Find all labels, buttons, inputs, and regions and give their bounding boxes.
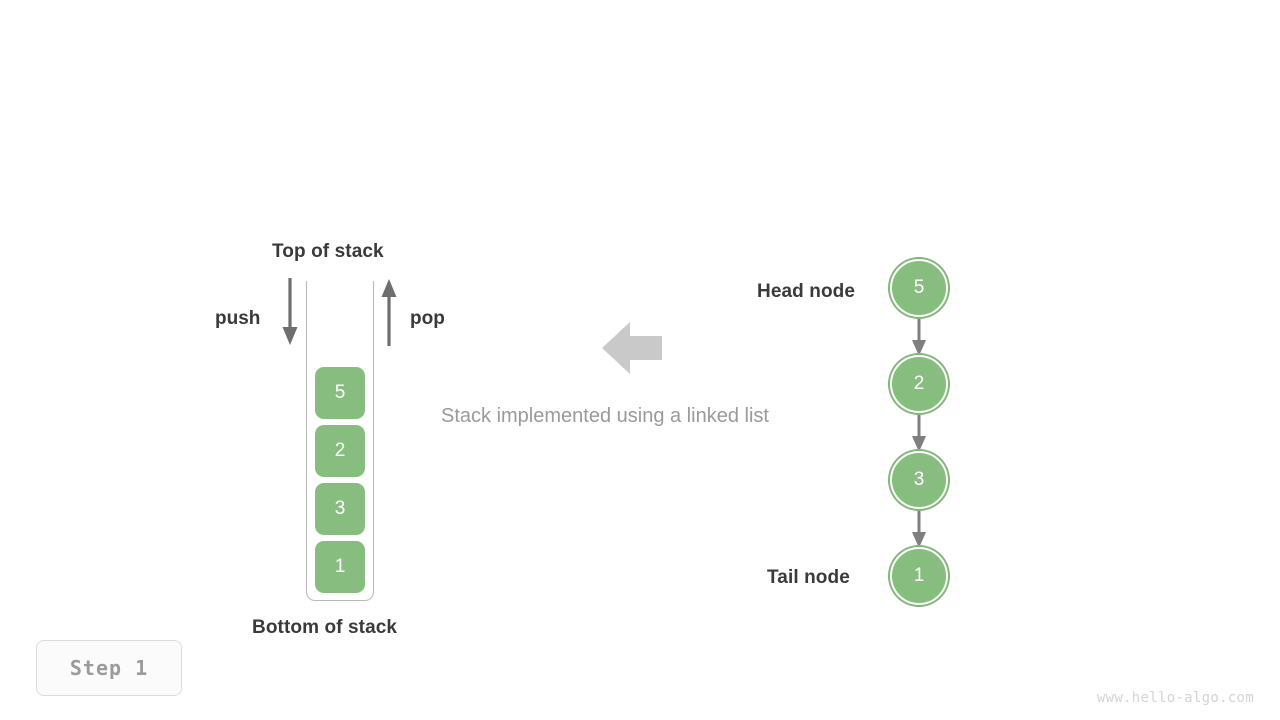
node-connector-arrow-icon <box>896 506 942 550</box>
bottom-of-stack-label: Bottom of stack <box>252 617 398 638</box>
stack-cell: 1 <box>315 541 365 593</box>
linked-list-node: 2 <box>890 355 948 413</box>
diagram-caption: Stack implemented using a linked list <box>441 405 769 427</box>
pop-label: pop <box>410 308 445 329</box>
pop-arrow-icon <box>369 276 409 348</box>
step-badge: Step 1 <box>36 640 182 696</box>
left-arrow-icon <box>602 320 662 376</box>
stack-cell: 5 <box>315 367 365 419</box>
push-arrow-icon <box>270 276 310 348</box>
tail-node-label: Tail node <box>767 567 850 588</box>
push-label: push <box>215 308 261 329</box>
linked-list-node: 3 <box>890 451 948 509</box>
stack-cell-list: 5 2 3 1 <box>306 367 374 593</box>
linked-list-node: 5 <box>890 259 948 317</box>
linked-list-node: 1 <box>890 547 948 605</box>
node-connector-arrow-icon <box>896 410 942 454</box>
stack-container: 5 2 3 1 <box>306 281 374 601</box>
node-connector-arrow-icon <box>896 314 942 358</box>
watermark: www.hello-algo.com <box>1096 690 1254 706</box>
step-badge-label: Step 1 <box>69 656 149 680</box>
head-node-label: Head node <box>757 281 856 302</box>
stack-walls <box>306 281 374 601</box>
stack-cell: 3 <box>315 483 365 535</box>
stack-cell: 2 <box>315 425 365 477</box>
top-of-stack-label: Top of stack <box>272 241 384 262</box>
